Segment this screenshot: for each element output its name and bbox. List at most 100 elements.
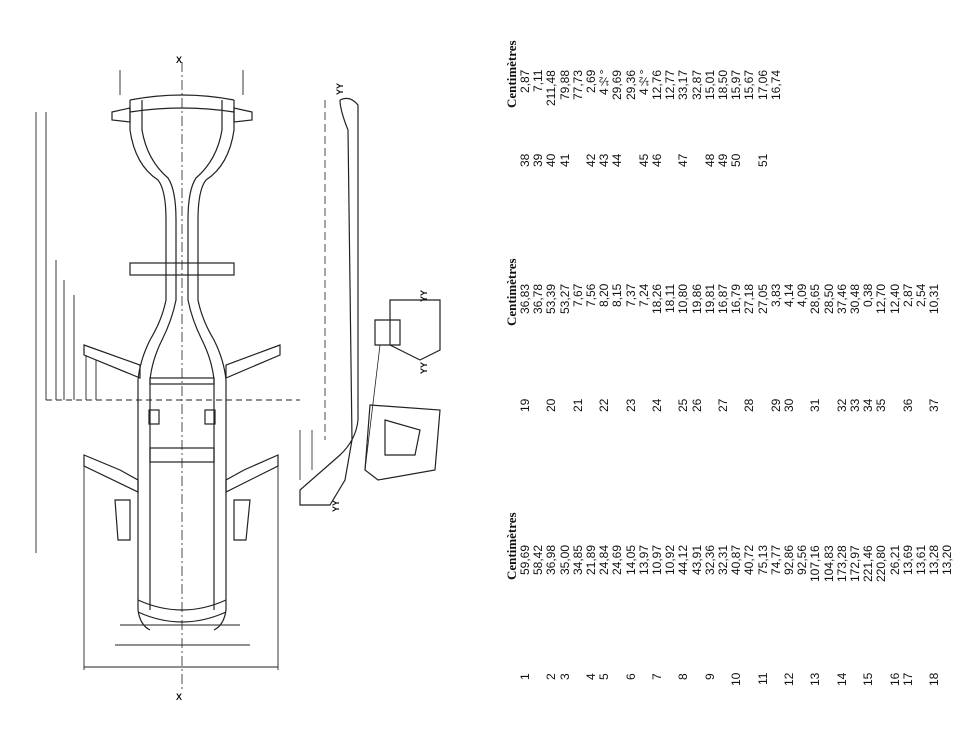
inset-detail-lower — [364, 404, 441, 481]
column-header: Centimètres — [504, 512, 519, 580]
dimension-value: 17,06 — [755, 70, 770, 101]
rear-spring-hangers — [114, 499, 251, 541]
column-header: Centimètres — [504, 258, 519, 326]
dimension-value: 13,20 — [940, 545, 955, 576]
item-number: 50 — [729, 154, 744, 168]
item-number: 21 — [570, 399, 585, 413]
item-number: 12 — [782, 673, 796, 687]
dimension-value: 40,72 — [742, 545, 757, 576]
item-number: 31 — [808, 399, 823, 413]
dimension-value: 27,18 — [742, 284, 757, 315]
dimension-value: 37,46 — [834, 284, 849, 315]
item-number: 15 — [861, 673, 876, 687]
item-number: 44 — [610, 154, 625, 168]
item-number: 10 — [729, 673, 744, 687]
item-number: 29 — [768, 399, 783, 413]
dimension-value: 29,69 — [610, 70, 625, 101]
dimension-value: 13,69 — [900, 545, 915, 576]
dimension-value: 107,16 — [808, 545, 823, 582]
item-number: 28 — [742, 399, 757, 413]
frame-rail-right — [197, 100, 235, 631]
item-number: 37 — [927, 399, 942, 413]
front-brackets — [111, 107, 253, 123]
dimension-value: 211,48 — [544, 70, 559, 106]
dimension-value: 7,67 — [570, 284, 585, 308]
item-number: 26 — [689, 399, 704, 413]
dimension-value: 173,28 — [834, 545, 849, 582]
item-number: 41 — [557, 154, 572, 168]
item-number: 5 — [597, 673, 612, 680]
item-number: 1 — [518, 673, 532, 680]
dimension-value: 104,83 — [821, 545, 836, 582]
dimension-value: 35,00 — [557, 545, 572, 576]
item-number: 13 — [808, 673, 823, 687]
dimension-value: 32,36 — [702, 545, 717, 576]
dimension-value: 24,69 — [610, 545, 625, 576]
dimension-value: 2,87 — [900, 284, 915, 308]
dimension-value: 33,17 — [676, 70, 691, 101]
axis-label-x-top: X — [176, 55, 183, 65]
dimension-value: 19,81 — [702, 284, 717, 315]
section-label-yy: YY — [335, 83, 345, 96]
dimension-value: 53,27 — [557, 284, 572, 315]
item-number: 46 — [650, 154, 664, 168]
item-number: 40 — [544, 154, 559, 168]
inset-detail-upper — [374, 299, 441, 361]
crossmember-3 — [149, 447, 215, 463]
item-number: 6 — [623, 673, 638, 680]
item-number: 48 — [702, 154, 717, 168]
item-number: 35 — [874, 399, 889, 413]
item-number: 16 — [887, 673, 902, 687]
dimension-value: 27,05 — [755, 284, 770, 315]
crossmember-2 — [149, 377, 215, 385]
dimension-value: 7,24 — [636, 284, 651, 308]
item-number: 17 — [900, 673, 915, 687]
frame-rail-right-inner — [187, 100, 223, 610]
item-number: 22 — [597, 399, 612, 413]
dimension-value: 12,40 — [887, 284, 902, 315]
side-view-rail — [299, 97, 359, 506]
dimension-value: 10,31 — [927, 284, 942, 315]
item-number: 20 — [544, 399, 559, 413]
axis-label-x-bottom: X — [176, 692, 183, 702]
dimension-value: 14,05 — [623, 545, 638, 576]
item-number: 19 — [518, 399, 532, 413]
dimension-value: 44,12 — [676, 545, 691, 576]
item-number: 2 — [544, 673, 559, 680]
dimension-value: 4½° — [636, 70, 651, 96]
dimension-value: 75,13 — [755, 545, 770, 576]
item-number: 36 — [900, 399, 915, 413]
dimension-value: 32,87 — [689, 70, 704, 101]
item-number: 3 — [557, 673, 572, 680]
item-number: 8 — [676, 673, 691, 680]
item-number: 51 — [755, 154, 770, 168]
item-number: 23 — [623, 399, 638, 413]
item-number: 32 — [834, 399, 849, 413]
column-header: Centimètres — [504, 40, 519, 108]
frame-rail-left-inner — [141, 100, 177, 610]
item-number: 45 — [636, 154, 651, 168]
dimension-value: 34,85 — [570, 545, 585, 576]
dimension-value: 53,39 — [544, 284, 559, 315]
dimension-value: 16,74 — [768, 70, 783, 101]
item-number: 25 — [676, 399, 691, 413]
dimension-value: 77,73 — [570, 70, 585, 101]
item-number: 27 — [716, 399, 730, 413]
dimension-value: 28,50 — [821, 284, 836, 315]
item-number: 14 — [834, 673, 849, 687]
item-number: 9 — [702, 673, 717, 680]
dimension-value: 29,36 — [623, 70, 638, 101]
dimension-value: 26,21 — [887, 545, 902, 576]
dimension-value: 15,67 — [742, 70, 757, 101]
dimension-value: 220,80 — [874, 545, 889, 582]
item-number: 30 — [782, 399, 796, 413]
dimension-value: 74,77 — [768, 545, 783, 576]
outrigger-arms-rear — [83, 454, 279, 493]
bracket — [148, 409, 160, 425]
mid-crossmember — [129, 262, 235, 276]
frame-rail-left — [129, 100, 167, 631]
dimension-value: 36,98 — [544, 545, 559, 576]
dimension-value: 8,15 — [610, 284, 625, 308]
section-label-yy: YY — [419, 362, 429, 375]
